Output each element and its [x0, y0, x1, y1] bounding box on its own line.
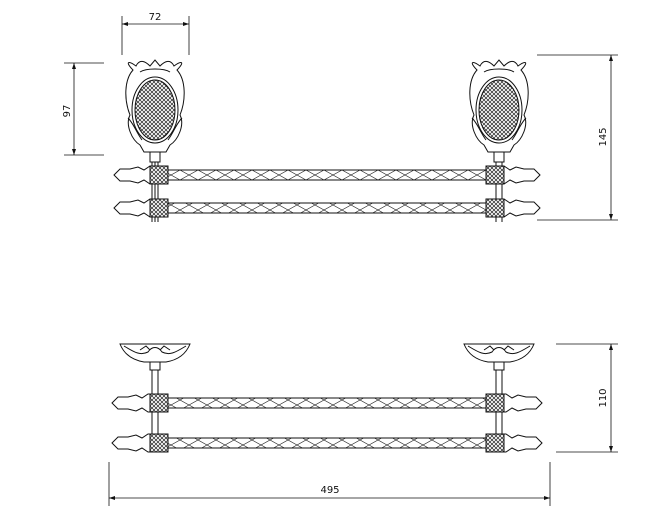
top-view-rail-1 — [111, 393, 543, 413]
dimension-label-bracket-width: 72 — [149, 12, 162, 23]
dimension-top-depth: 110 — [556, 343, 618, 453]
front-view: 72 97 145 — [62, 12, 618, 222]
dimension-label-overall-length: 495 — [320, 485, 339, 496]
dimension-label-top-depth: 110 — [598, 388, 609, 407]
front-upper-rail — [113, 165, 541, 185]
front-lower-rail — [113, 198, 541, 218]
dimension-bracket-height: 97 — [62, 62, 104, 156]
left-wall-bracket — [125, 59, 185, 222]
dimension-overall-length: 495 — [108, 462, 551, 506]
dimension-label-bracket-height: 97 — [62, 105, 73, 118]
dimension-front-height: 145 — [537, 54, 618, 221]
top-view: 110 495 — [108, 343, 618, 506]
dimension-bracket-width: 72 — [121, 12, 190, 55]
dimension-label-front-height: 145 — [598, 127, 609, 146]
right-wall-bracket — [469, 59, 529, 222]
top-view-rail-2 — [111, 433, 543, 453]
